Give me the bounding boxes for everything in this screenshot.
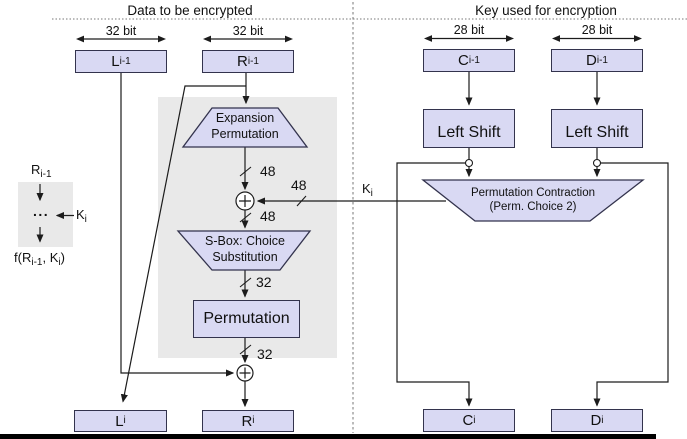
expansion-permutation-trapezoid [181,107,309,148]
legend-input-label: Ri-1 [31,162,52,180]
register-label: R [241,412,253,430]
label-32-perm-out: 32 [257,346,273,362]
register-label: L [111,53,120,70]
slash-32-sbox [239,277,252,288]
xor-1-icon [235,191,255,211]
wire-loop-to-dnext [593,162,669,407]
bitwidth-arrow-r [203,35,293,43]
bitwidth-label-r: 32 bit [232,24,264,38]
bottom-bar [0,434,656,439]
slash-48-key [296,195,307,207]
legend-key-subscript: i [84,214,87,225]
bitwidth-label-d: 28 bit [581,23,613,37]
bitwidth-label-c: 28 bit [453,23,485,37]
sbox-trapezoid [176,230,312,271]
branch-node-d [592,158,602,168]
left-shift-c-box: Left Shift [423,109,515,148]
ki-base: K [362,181,371,196]
label-ki: Ki [362,181,373,199]
wire-loop-to-cnext [396,162,473,407]
sbox-label: S-Box: Choice Substitution [205,234,285,264]
register-label: C [458,52,469,69]
ki-subscript: i [370,188,373,199]
wire-lprev-to-xor2 [120,73,235,377]
label-48-key-in: 48 [291,177,307,193]
f-part: , K [42,250,59,265]
left-shift-label: Left Shift [437,124,501,141]
register-label: R [237,53,248,70]
header-data-section: Data to be encrypted [127,3,253,18]
legend-input-base: R [31,162,41,177]
slash-32-perm [239,344,252,355]
legend-dots: ... [33,203,50,219]
slash-48-xor [239,212,252,223]
label-32-sbox-out: 32 [256,274,272,290]
permutation-label: Permutation [203,310,290,327]
perm-contraction-label: Permutation Contraction (Perm. Choice 2) [470,187,596,214]
bitwidth-arrow-c [424,35,514,42]
slash-48-expansion [239,166,252,177]
register-label: D [590,412,602,429]
f-part: f(R [14,250,32,265]
f-sub: i-1 [31,257,43,268]
label-48-expansion-out: 48 [260,163,276,179]
bitwidth-arrow-d [552,35,642,42]
register-label: C [462,412,474,429]
bitwidth-arrow-l [76,35,166,43]
left-shift-d-box: Left Shift [551,109,643,148]
left-shift-label: Left Shift [565,124,629,141]
register-label: D [586,52,597,69]
register-label: L [115,412,124,430]
legend-key-base: K [76,207,85,222]
xor-2-icon [236,364,254,382]
branch-node-c [464,158,474,168]
legend-input-subscript: i-1 [40,169,52,180]
legend-key-label: Ki [76,207,87,225]
header-key-section: Key used for encryption [475,3,617,18]
permutation-box: Permutation [193,300,300,338]
perm-contraction-trapezoid [421,179,645,222]
f-sub: i [58,257,61,268]
wire-rprev-to-lnext [120,85,246,403]
legend-output-label: f(Ri-1, Ki) [14,250,65,268]
label-48-xor-out: 48 [260,208,276,224]
bitwidth-label-l: 32 bit [105,24,137,38]
f-part: ) [60,250,65,265]
expansion-permutation-label: Expansion Permutation [211,111,279,141]
